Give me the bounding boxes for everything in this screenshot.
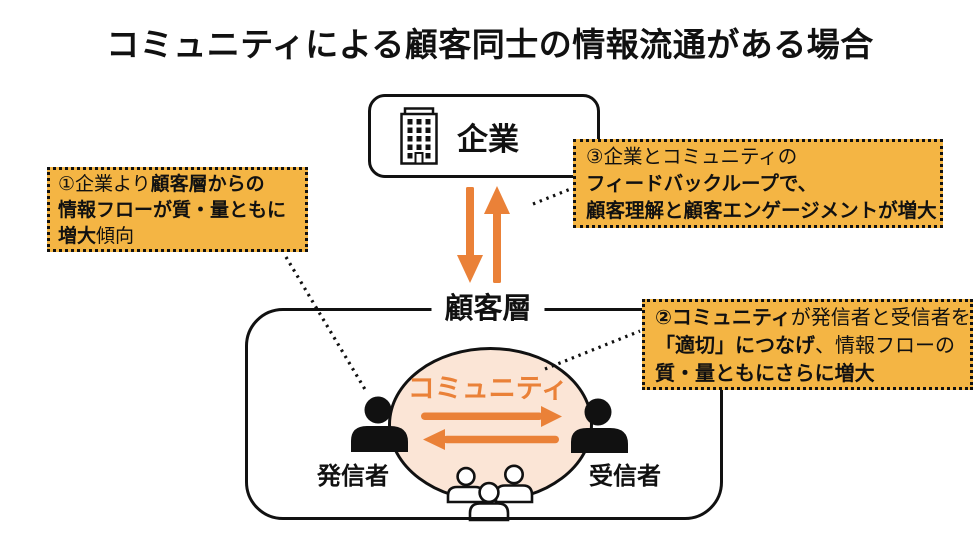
diagram-title: コミュニティによる顧客同士の情報流通がある場合 [106, 26, 874, 63]
dotted-connector-callout2 [544, 329, 641, 371]
callout-2: ②コミュニティが発信者と受信者を「適切」につなげ、情報フローの質・量ともにさらに… [642, 299, 973, 390]
sender-label: 発信者 [317, 463, 389, 490]
callout-3: ③企業とコミュニティのフィードバックループで、顧客理解と顧客エンゲージメントが増… [573, 139, 943, 228]
down-arrow-icon [457, 187, 483, 283]
up-arrow-icon [484, 186, 510, 283]
company-label: 企業 [457, 121, 519, 157]
customer-layer-label: 顧客層 [431, 285, 545, 327]
community-label: コミュニティ [407, 373, 569, 404]
building-icon [400, 107, 438, 165]
company-box: 企業 [368, 94, 600, 178]
receiver-label: 受信者 [589, 463, 661, 490]
dotted-connector-callout3 [532, 186, 574, 206]
callout-1: ①企業より顧客層からの情報フローが質・量ともに増大傾向 [47, 167, 308, 252]
dotted-connector-callout1 [284, 256, 368, 392]
